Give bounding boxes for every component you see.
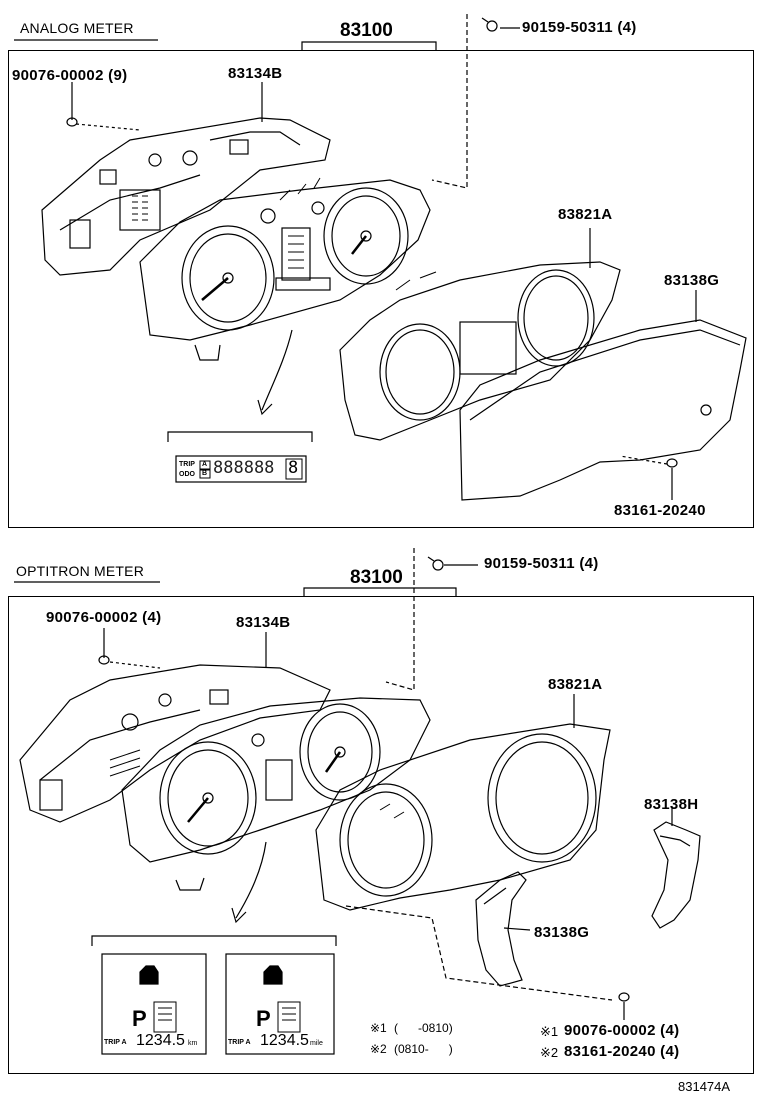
bottom-lens-g-leader [503,927,531,931]
top-screw-dash [431,14,468,189]
top-assembly-number: 83100 [340,20,393,41]
display-mile-gear: P [256,1006,271,1031]
part-1-number: 90076-00002 (4) [564,1022,680,1039]
top-bolt-part-number: 83161-20240 [614,502,706,519]
bottom-screw-icon [427,556,444,571]
bottom-left-screw-icon [98,655,161,669]
top-odo-bracket [167,431,313,442]
top-odo-b-box [199,469,211,479]
top-lens-part-number: 83138G [664,272,720,289]
top-odo-trip-label: TRIP [179,461,195,468]
bottom-display-km-car-icon [139,965,159,985]
bottom-glass-83821a [315,723,611,911]
bottom-display-mile-box [225,953,335,1055]
bottom-lens-h-part-number: 83138H [644,796,699,813]
bottom-display-mile-shift-icon [277,1001,301,1033]
bottom-display-arrow [235,841,267,919]
bottom-left-screw-part-number: 90076-00002 (4) [46,609,162,626]
top-housing-part-number: 83134B [228,65,283,82]
top-odo-arrow [261,329,293,411]
analog-meter-frame [8,50,754,528]
top-odo-last-digit: 8 [288,458,299,478]
note-1-mark: ※1 [370,1021,387,1035]
bottom-screw-part-number: 90159-50311 (4) [484,555,599,572]
top-left-screw-part-number: 90076-00002 (9) [12,67,128,84]
top-assembly-bracket [301,41,437,50]
top-odo-last-box [285,458,303,480]
top-glass-83821a [339,261,621,441]
bottom-display-km-box [101,953,207,1055]
note-2-range: (0810- ) [394,1042,453,1056]
top-odo-arrowhead [257,399,273,416]
top-odo-a-box [199,460,211,470]
top-screw-part-number: 90159-50311 (4) [522,19,637,36]
top-meter-dial-assembly [139,177,431,361]
top-lens-83138g [459,319,747,501]
top-odo-odo-label: ODO [179,471,195,478]
bottom-rear-housing [19,664,331,823]
bottom-display-arrowhead [231,907,247,924]
display-km-trip: TRIP A [104,1039,127,1046]
part-2-number: 83161-20240 (4) [564,1043,680,1060]
display-mile-value: 1234.5 [260,1032,309,1049]
bottom-assembly-bracket [303,587,457,596]
top-bolt-icon [619,455,678,468]
bottom-glass-part-number: 83821A [548,676,603,693]
display-mile-trip: TRIP A [228,1039,251,1046]
bottom-display-bracket [91,935,337,946]
part-2-mark: ※2 [540,1045,559,1060]
optitron-meter-frame [8,596,754,1074]
top-odo-b-label: B [202,470,208,477]
analog-meter-title: ANALOG METER [20,20,134,36]
top-section-drawing [14,14,747,501]
top-screw-icon [481,17,498,32]
bottom-assembly-number: 83100 [350,567,403,588]
bottom-lens-83138h [651,821,701,929]
display-km-gear: P [132,1006,147,1031]
display-km-value: 1234.5 [136,1032,185,1049]
top-glass-part-number: 83821A [558,206,613,223]
part-1-mark: ※1 [540,1024,559,1039]
display-mile-unit: mile [310,1040,323,1047]
bottom-bolt-icon [618,992,630,1020]
top-odo-digits: 888888 [213,458,275,478]
top-odo-a-label: A [202,461,208,468]
bottom-lens-g-part-number: 83138G [534,924,590,941]
optitron-meter-title: OPTITRON METER [16,563,145,579]
note-2-mark: ※2 [370,1042,387,1056]
display-km-unit: km [188,1040,198,1047]
bottom-display-mile-car-icon [263,965,283,985]
top-rear-housing [41,117,331,276]
bottom-section-drawing [14,548,701,1055]
bottom-screw-dash [385,548,415,691]
bottom-housing-part-number: 83134B [236,614,291,631]
bottom-display-km-shift-icon [153,1001,177,1033]
note-1-range: ( -0810) [394,1021,453,1035]
bottom-lens-83138g [475,871,527,987]
figure-id: 831474A [678,1079,731,1094]
bottom-bolt-dash [345,905,613,1001]
top-left-screw-icon [66,117,141,131]
top-odo-box [175,455,307,483]
